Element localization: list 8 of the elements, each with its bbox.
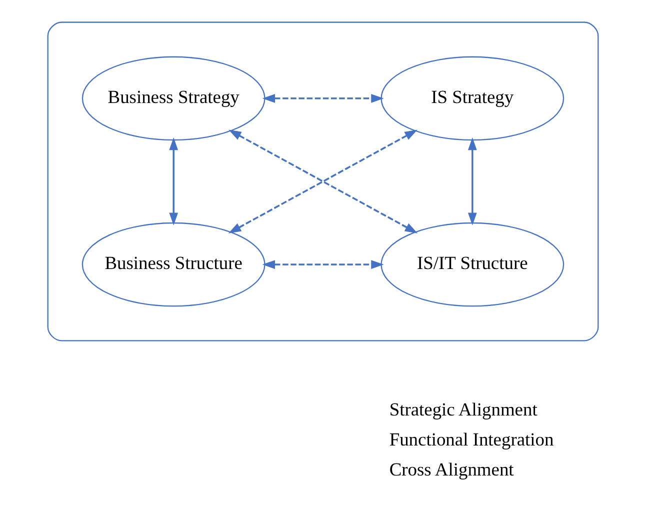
arrow <box>168 137 178 226</box>
arrow <box>262 260 384 269</box>
arrow <box>262 94 384 103</box>
legend-label: Strategic Alignment <box>388 399 537 420</box>
cluster <box>46 22 598 342</box>
legend-label: Functional Integration <box>388 429 554 450</box>
legend-label: Cross Alignment <box>388 459 514 480</box>
arrow <box>467 137 476 226</box>
